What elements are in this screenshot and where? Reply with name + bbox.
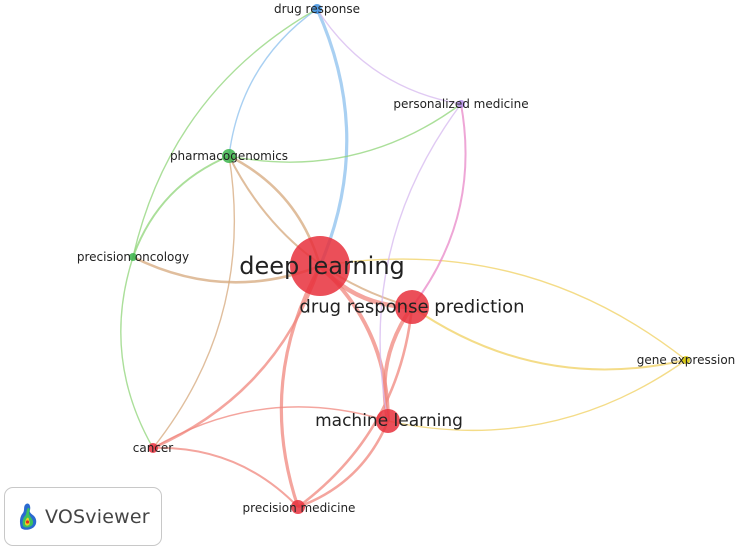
node-label-drug-response[interactable]: drug response (274, 2, 360, 16)
link-pharmacogenomics-personalized-medicine[interactable] (228, 103, 462, 163)
node-drug-response[interactable] (312, 4, 322, 14)
node-gene-expression[interactable] (682, 356, 690, 364)
node-precision-medicine[interactable] (291, 500, 305, 514)
link-precision-oncology-drug-response[interactable] (132, 8, 318, 258)
node-label-cancer[interactable]: cancer (133, 441, 174, 455)
link-cancer-pharmacogenomics[interactable] (152, 155, 236, 449)
node-label-machine-learning[interactable]: machine learning (315, 411, 463, 431)
logo-text: VOSviewer (45, 505, 150, 528)
node-label-precision-oncology[interactable]: precision oncology (77, 250, 189, 264)
node-label-personalized-medicine[interactable]: personalized medicine (393, 97, 528, 111)
link-machine-learning-precision-medicine[interactable] (297, 420, 390, 509)
labels-layer: deep learning drug response prediction mac… (77, 2, 735, 515)
node-label-precision-medicine[interactable]: precision medicine (243, 501, 356, 515)
link-drug-response-prediction-gene-expression[interactable] (411, 306, 687, 371)
vosviewer-logo: VOSviewer (4, 487, 162, 546)
node-drug-response-prediction[interactable] (395, 290, 429, 324)
link-machine-learning-personalized-medicine[interactable] (379, 103, 462, 422)
link-pharmacogenomics-drug-response[interactable] (228, 8, 318, 157)
link-machine-learning-cancer[interactable] (152, 406, 389, 449)
link-deep-learning-cancer[interactable] (152, 265, 322, 450)
node-cancer[interactable] (148, 443, 158, 453)
link-deep-learning-gene-expression[interactable] (319, 258, 687, 361)
node-label-deep-learning[interactable]: deep learning (239, 252, 405, 280)
nodes-layer (129, 4, 690, 514)
link-deep-learning-precision-medicine[interactable] (279, 265, 322, 508)
link-cancer-precision-oncology[interactable] (120, 256, 154, 449)
link-cancer-precision-medicine[interactable] (152, 446, 299, 508)
node-personalized-medicine[interactable] (457, 100, 465, 108)
node-deep-learning[interactable] (290, 236, 350, 296)
link-drug-response-prediction-personalized-medicine[interactable] (411, 103, 467, 308)
node-pharmacogenomics[interactable] (222, 149, 236, 163)
node-machine-learning[interactable] (376, 409, 400, 433)
node-precision-oncology[interactable] (129, 253, 137, 261)
link-drug-response-personalized-medicine[interactable] (316, 8, 462, 105)
link-pharmacogenomics-precision-oncology[interactable] (132, 155, 230, 258)
node-label-pharmacogenomics[interactable]: pharmacogenomics (170, 149, 288, 163)
link-machine-learning-gene-expression[interactable] (387, 359, 687, 432)
link-deep-learning-drug-response[interactable] (315, 8, 349, 267)
node-label-gene-expression[interactable]: gene expression (637, 353, 736, 367)
node-label-drug-response-prediction[interactable]: drug response prediction (299, 297, 524, 318)
vosviewer-logo-icon (19, 502, 37, 530)
